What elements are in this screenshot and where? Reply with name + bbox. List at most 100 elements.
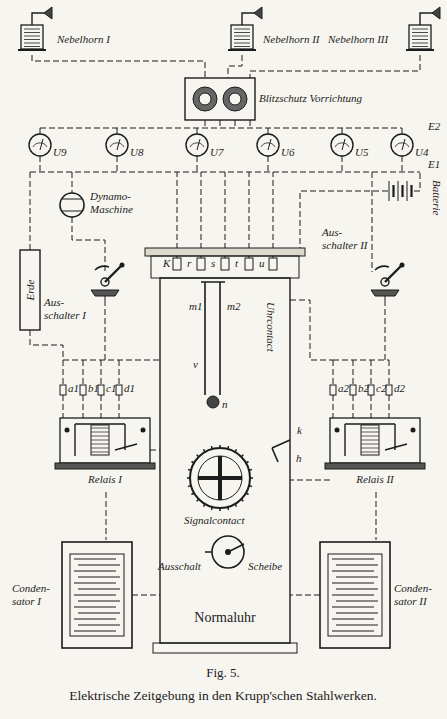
node-label: Nebelhorn I [57,33,110,46]
part-label: s [211,257,215,270]
figure-number: Fig. 5. [206,666,240,681]
node-label: Relais I [55,473,155,486]
wire-connector [228,55,242,78]
wire [342,156,343,172]
wire [389,360,390,385]
wire [63,360,160,361]
wire [63,360,64,385]
wire [119,360,120,385]
wire [333,360,334,385]
part-label: m2 [227,300,240,313]
part-label: u [259,257,265,270]
part-label: b2 [358,382,369,395]
wire [105,300,106,360]
wire [235,120,236,128]
wire [268,128,269,134]
node-label: Conden- sator II [394,582,442,607]
condenser-drawing [62,542,132,648]
standard-clock-case [145,248,305,653]
wire [249,172,250,258]
earth-box: Erde [20,250,40,330]
wire [119,395,120,418]
node-label: Nebelhorn III [328,33,388,46]
wire [201,172,202,258]
part-label: Dynamo- Maschine [90,190,154,215]
part-label: E2 [428,120,440,133]
wire [117,156,118,172]
part-label: d1 [124,382,135,395]
node-outline [225,5,325,55]
node-label: Normaluhr [145,610,305,626]
figure-caption: Elektrische Zeitgebung in den Krupp'sche… [69,688,377,704]
node-label: Blitzschutz Vorrichtung [259,92,362,105]
part-label: E1 [428,158,440,171]
node-label: Nebelhorn II [263,33,320,46]
part-label: U7 [210,146,223,159]
relay-drawing [55,418,155,469]
wire [83,395,84,418]
part-label: Ausschalt [158,560,201,573]
part-label: Batterie [430,180,443,215]
measuring-instrument [257,134,279,156]
battery-symbol [389,181,412,201]
wire [290,300,333,360]
node-outline [145,248,307,653]
part-label: Aus- schalter I [44,296,88,321]
wire [372,172,373,272]
wire [40,128,41,134]
lightning-protector [185,78,255,120]
wire-connector [250,55,420,78]
part-label: n [222,398,228,411]
fog-horn: Nebelhorn III [328,5,443,55]
part-label: a1 [68,382,79,395]
wire [101,360,102,385]
part-label: Signalcontact [184,514,245,527]
part-label: h [296,452,302,465]
node-outline [15,5,135,55]
part-label: K [163,257,170,270]
wire [371,395,372,418]
fog-horn: Nebelhorn I [15,5,135,55]
wire [72,172,73,193]
part-label: U9 [53,146,66,159]
relay: Relais I [55,410,157,492]
relay-drawing [325,418,425,469]
wire [290,480,330,481]
part-label: k [297,424,302,437]
standard-clock: Normaluhr [145,248,307,653]
part-label: m1 [189,300,202,313]
fog-horn-symbol [18,7,52,50]
wire [353,395,354,418]
wire [101,395,102,418]
wire [333,395,334,418]
switch-lever [91,263,125,301]
lightning-protector-box: Blitzschutz Vorrichtung [185,78,385,120]
measuring-instrument [186,134,208,156]
wire [402,128,403,134]
part-label: U5 [355,146,368,159]
node-label: Conden- sator I [12,582,58,607]
wire [72,217,105,272]
condenser: Conden- sator II [320,540,444,650]
wire [197,156,198,172]
part-label: r [187,257,191,270]
wire [290,595,320,596]
wire [30,172,31,250]
wire [40,156,41,172]
wire [63,395,64,418]
part-label: U4 [415,146,428,159]
wire [150,450,160,451]
wire [220,120,221,128]
wire [389,395,390,418]
wire-connector [376,492,377,540]
condenser-drawing [320,542,390,648]
wire [132,595,160,596]
wire [40,128,402,129]
node-label: Relais II [325,473,425,486]
wire [205,120,206,128]
wire [197,128,198,134]
measuring-instrument [331,134,353,156]
wire [117,128,118,134]
part-label: b1 [88,382,99,395]
